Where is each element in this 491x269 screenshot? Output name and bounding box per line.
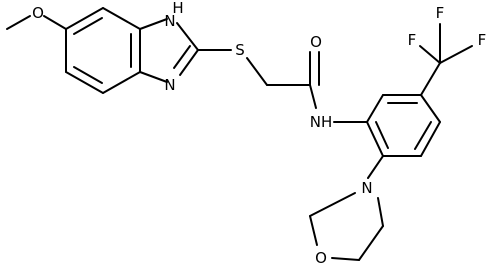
- bond-r3-r4: [420, 94, 441, 123]
- bond-c1-c2-inner: [73, 17, 103, 35]
- atom-n-ring-top: N: [164, 12, 175, 30]
- atom-h-ring: H: [172, 0, 183, 17]
- atom-f-top: F: [436, 4, 445, 22]
- bond-c1-c2: [65, 7, 104, 30]
- bond-ch2-omorph: [331, 257, 360, 261]
- bond-c2-c3: [102, 7, 141, 30]
- bond-omorph-ch2: [309, 215, 318, 246]
- atom-f-right: F: [478, 31, 487, 49]
- bond-r4-r5-inner: [414, 121, 432, 150]
- bond-c4-c5: [102, 71, 141, 94]
- bond-r6-r1: [366, 121, 384, 157]
- atom-o-carbonyl: O: [310, 33, 322, 51]
- bond-aryl-nmorph: [367, 155, 384, 179]
- bond-nmorph-ch2-right: [377, 197, 384, 227]
- bond-c2im-n-inner: [173, 45, 191, 69]
- bond-s-ch2: [246, 57, 268, 86]
- atom-o-methoxy: O: [32, 4, 44, 22]
- bond-methyl-o: [6, 15, 31, 30]
- bond-co-nh: [309, 84, 317, 109]
- bond-r4-r5: [420, 121, 441, 157]
- bond-ch2-left-nmorph: [309, 192, 356, 217]
- atom-f-left: F: [408, 31, 417, 49]
- atom-n-morpholine: N: [361, 179, 372, 197]
- bond-r1-r2: [366, 94, 384, 123]
- bond-ring-cf3: [420, 62, 441, 96]
- bond-r6-r1-inner: [375, 121, 389, 149]
- atom-nh-amide: NH: [310, 113, 333, 131]
- bond-nh-c2im: [176, 22, 199, 51]
- atom-n-ring: N: [164, 76, 175, 94]
- bond-cf3-f-left: [419, 45, 441, 64]
- atom-o-morpholine: O: [315, 249, 327, 267]
- bond-o-aryl: [43, 15, 67, 30]
- bond-cf3-f-right: [439, 45, 473, 64]
- bond-c2im-n: [179, 49, 199, 76]
- bond-n-c4: [139, 71, 168, 83]
- bond-c3-nh: [139, 18, 168, 30]
- bond-ch2-right-ch2: [358, 225, 384, 261]
- bond-c5-c6: [65, 71, 104, 94]
- atom-s: S: [235, 41, 245, 59]
- bond-c5-c6-inner: [73, 66, 103, 84]
